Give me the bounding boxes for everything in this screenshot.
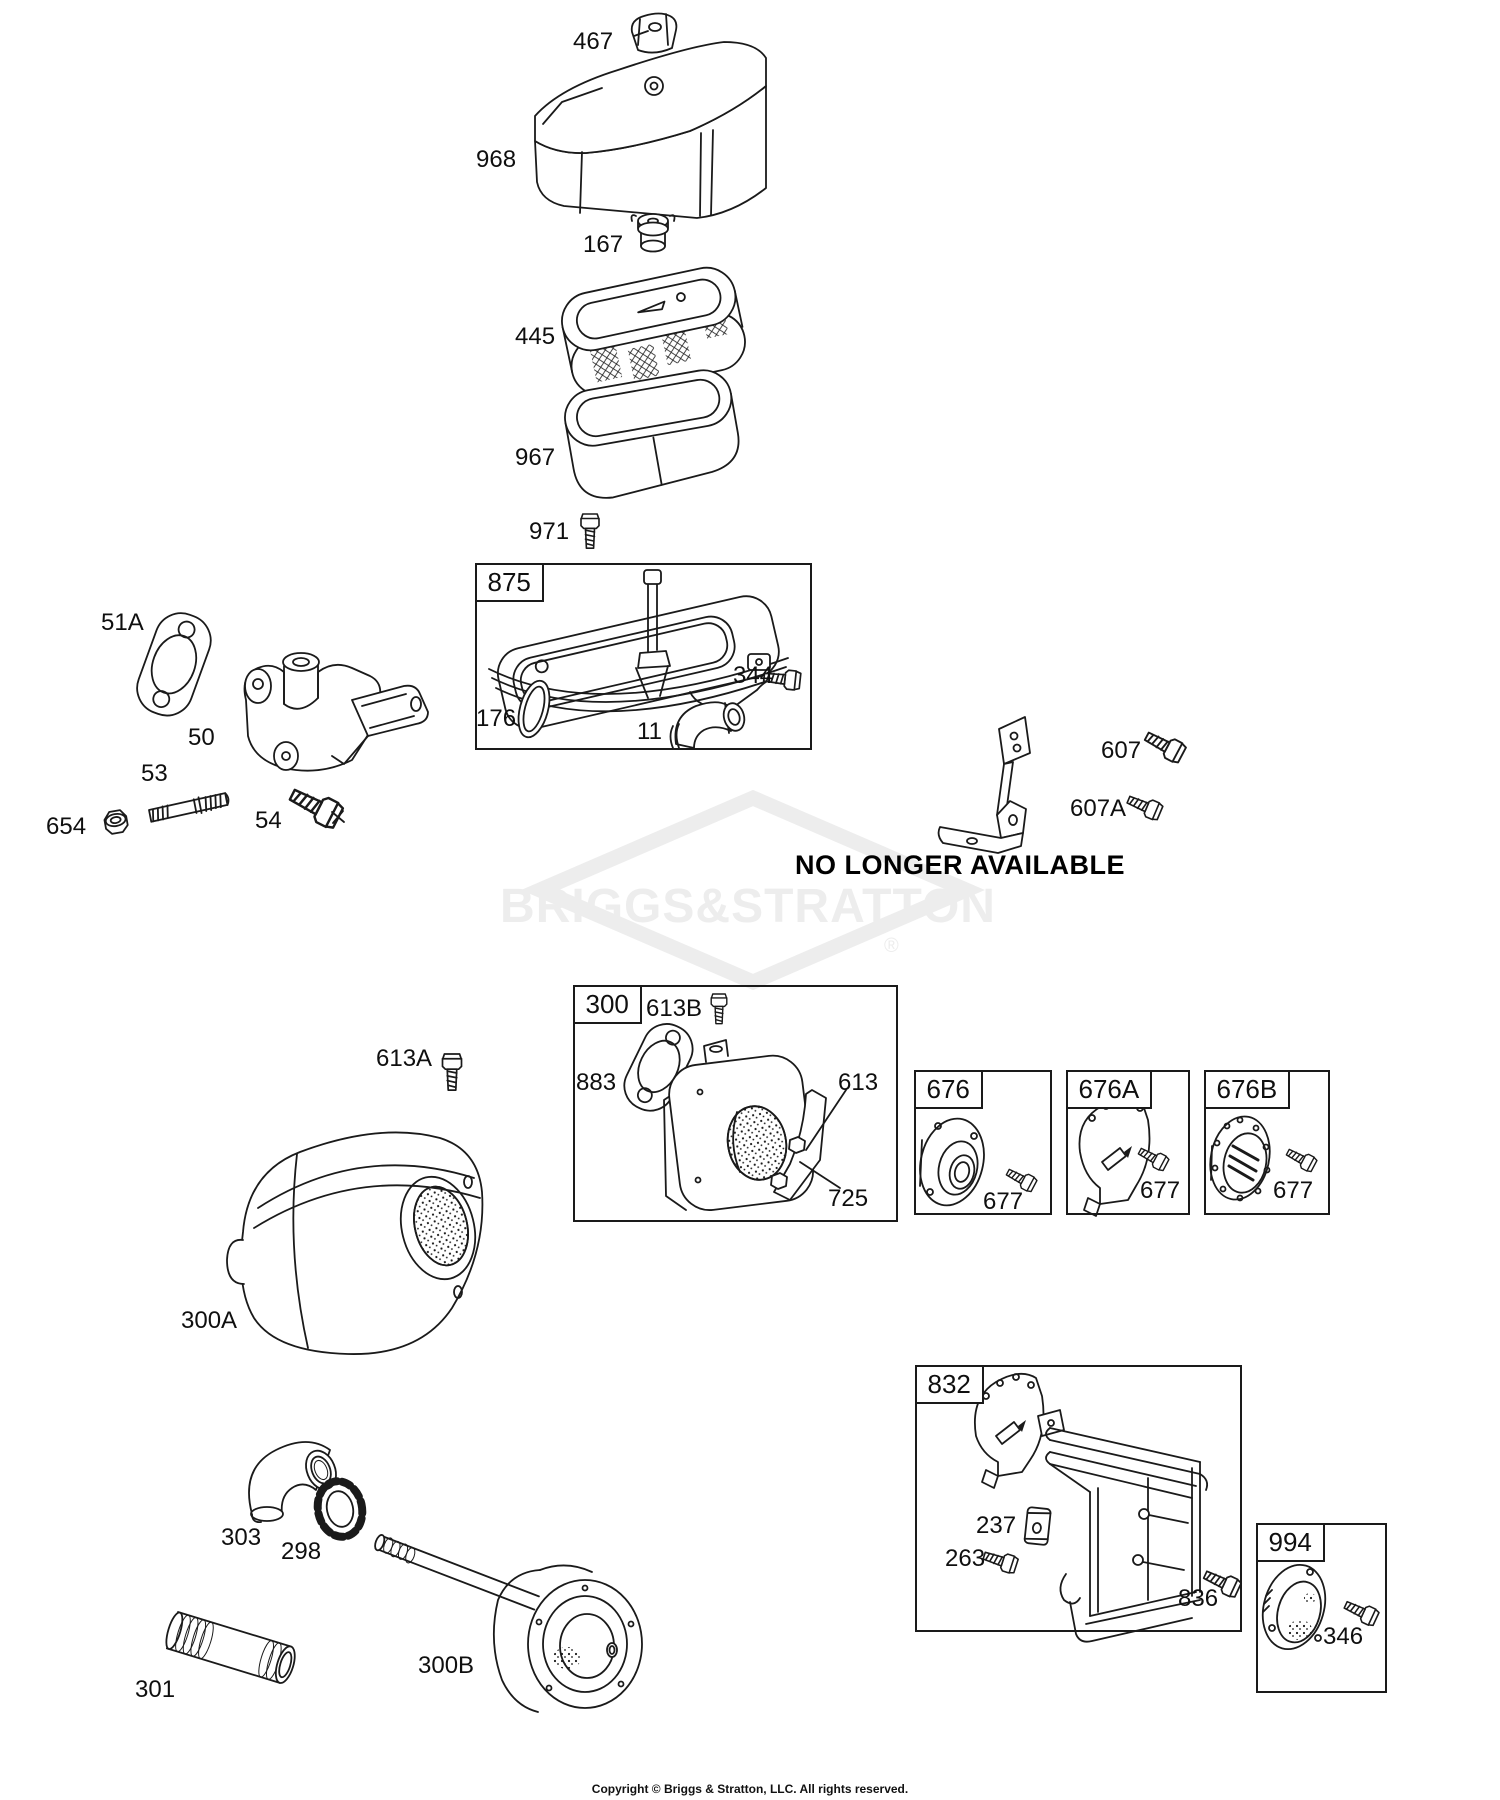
part-label-237: 237 <box>976 1512 1017 1539</box>
callout-box-832: 832 <box>914 1364 1242 1632</box>
pipe-elbow-303-drawing <box>248 1441 337 1523</box>
callout-box-875: 875 <box>474 562 812 750</box>
copyright-line: Copyright © Briggs & Stratton, LLC. All … <box>591 1782 909 1796</box>
part-label-883: 883 <box>576 1069 617 1096</box>
briggs-stratton-watermark-logo: BRIGGS&STRATTON ® <box>500 789 996 991</box>
part-label-613: 613 <box>838 1069 879 1096</box>
part-label-51A: 51A <box>101 609 144 636</box>
part-label-971: 971 <box>529 518 570 545</box>
part-label-613A: 613A <box>376 1045 433 1072</box>
part-label-607A: 607A <box>1070 795 1127 822</box>
part-label-677-a: 677 <box>983 1188 1024 1215</box>
part-label-300B: 300B <box>418 1652 475 1679</box>
o-ring-176-drawing <box>517 679 551 739</box>
part-label-263: 263 <box>945 1545 986 1572</box>
callout-box-832-tag: 832 <box>914 1364 984 1404</box>
part-label-11: 11 <box>637 718 662 745</box>
part-label-836: 836 <box>1178 1585 1219 1612</box>
part-label-298: 298 <box>281 1538 322 1565</box>
pre-cleaner-967-drawing <box>564 369 740 499</box>
deflector-676-drawing <box>919 1117 985 1207</box>
screw-971-drawing <box>580 513 600 550</box>
locknut-298-drawing <box>313 1477 367 1541</box>
part-label-654: 654 <box>46 813 87 840</box>
deflector-832-drawing <box>974 1372 1045 1489</box>
watermark-registered-icon: ® <box>884 935 899 957</box>
gasket-51A-drawing <box>136 612 212 717</box>
part-label-613B: 613B <box>646 995 703 1022</box>
grommet-167-drawing <box>630 213 676 253</box>
callout-box-994-tag: 994 <box>1255 1522 1325 1562</box>
muffler-guard-832-drawing <box>1037 1409 1209 1643</box>
callout-box-676A: 676A <box>1065 1069 1190 1215</box>
part-label-607: 607 <box>1101 737 1142 764</box>
callout-box-676B: 676B <box>1203 1069 1330 1215</box>
air-filter-445-drawing <box>561 266 746 397</box>
muffler-300-drawing <box>663 1039 827 1211</box>
nut-654-drawing <box>103 809 129 835</box>
deflector-676B-drawing <box>1209 1115 1271 1202</box>
callout-box-676-tag: 676 <box>913 1069 983 1109</box>
part-label-301: 301 <box>135 1676 176 1703</box>
part-label-50: 50 <box>188 724 215 751</box>
part-label-344: 344 <box>733 662 774 689</box>
part-label-176: 176 <box>476 705 517 732</box>
watermark-text: BRIGGS&STRATTON <box>500 880 996 933</box>
part-label-445: 445 <box>515 323 556 350</box>
part-label-300A: 300A <box>181 1307 238 1334</box>
callout-box-300: 300 <box>572 984 898 1222</box>
leader-line-725 <box>799 1161 841 1189</box>
breather-elbow-11-drawing <box>669 701 746 749</box>
pipe-nipple-301-drawing <box>165 1611 296 1684</box>
clip-237-drawing <box>1023 1506 1052 1546</box>
no-longer-available-notice: NO LONGER AVAILABLE <box>795 850 1125 880</box>
muffler-300A-drawing <box>226 1131 484 1355</box>
callout-box-676A-tag: 676A <box>1065 1069 1153 1109</box>
part-label-53: 53 <box>141 760 168 787</box>
bracket-607-drawing <box>937 716 1031 854</box>
part-label-725: 725 <box>828 1185 869 1212</box>
screw-613A-drawing <box>441 1053 463 1091</box>
callout-box-676B-tag: 676B <box>1203 1069 1291 1109</box>
part-label-677-c: 677 <box>1273 1177 1314 1204</box>
callout-box-676: 676 <box>913 1069 1052 1215</box>
callout-box-875-tag: 875 <box>474 562 544 602</box>
stud-53-drawing <box>148 792 230 823</box>
screw-607A-drawing <box>1124 790 1165 823</box>
muffler-300B-drawing <box>374 1534 643 1713</box>
air-cleaner-cover-968-drawing <box>534 41 767 219</box>
part-label-677-b: 677 <box>1140 1177 1181 1204</box>
screw-607-drawing <box>1140 726 1188 766</box>
part-label-54: 54 <box>255 807 282 834</box>
part-label-968: 968 <box>476 146 517 173</box>
part-label-467: 467 <box>573 28 614 55</box>
callout-box-994: 994 <box>1255 1522 1387 1693</box>
callout-box-300-tag: 300 <box>572 984 642 1024</box>
knob-467-drawing <box>630 12 678 54</box>
screw-54-drawing <box>284 781 346 832</box>
part-label-967: 967 <box>515 444 556 471</box>
deflector-994-drawing <box>1261 1563 1327 1651</box>
leader-line-613 <box>805 1089 847 1151</box>
part-label-303: 303 <box>221 1524 262 1551</box>
part-label-346: 346 <box>1323 1623 1364 1650</box>
intake-manifold-50-drawing <box>243 652 429 772</box>
part-label-167: 167 <box>583 231 624 258</box>
